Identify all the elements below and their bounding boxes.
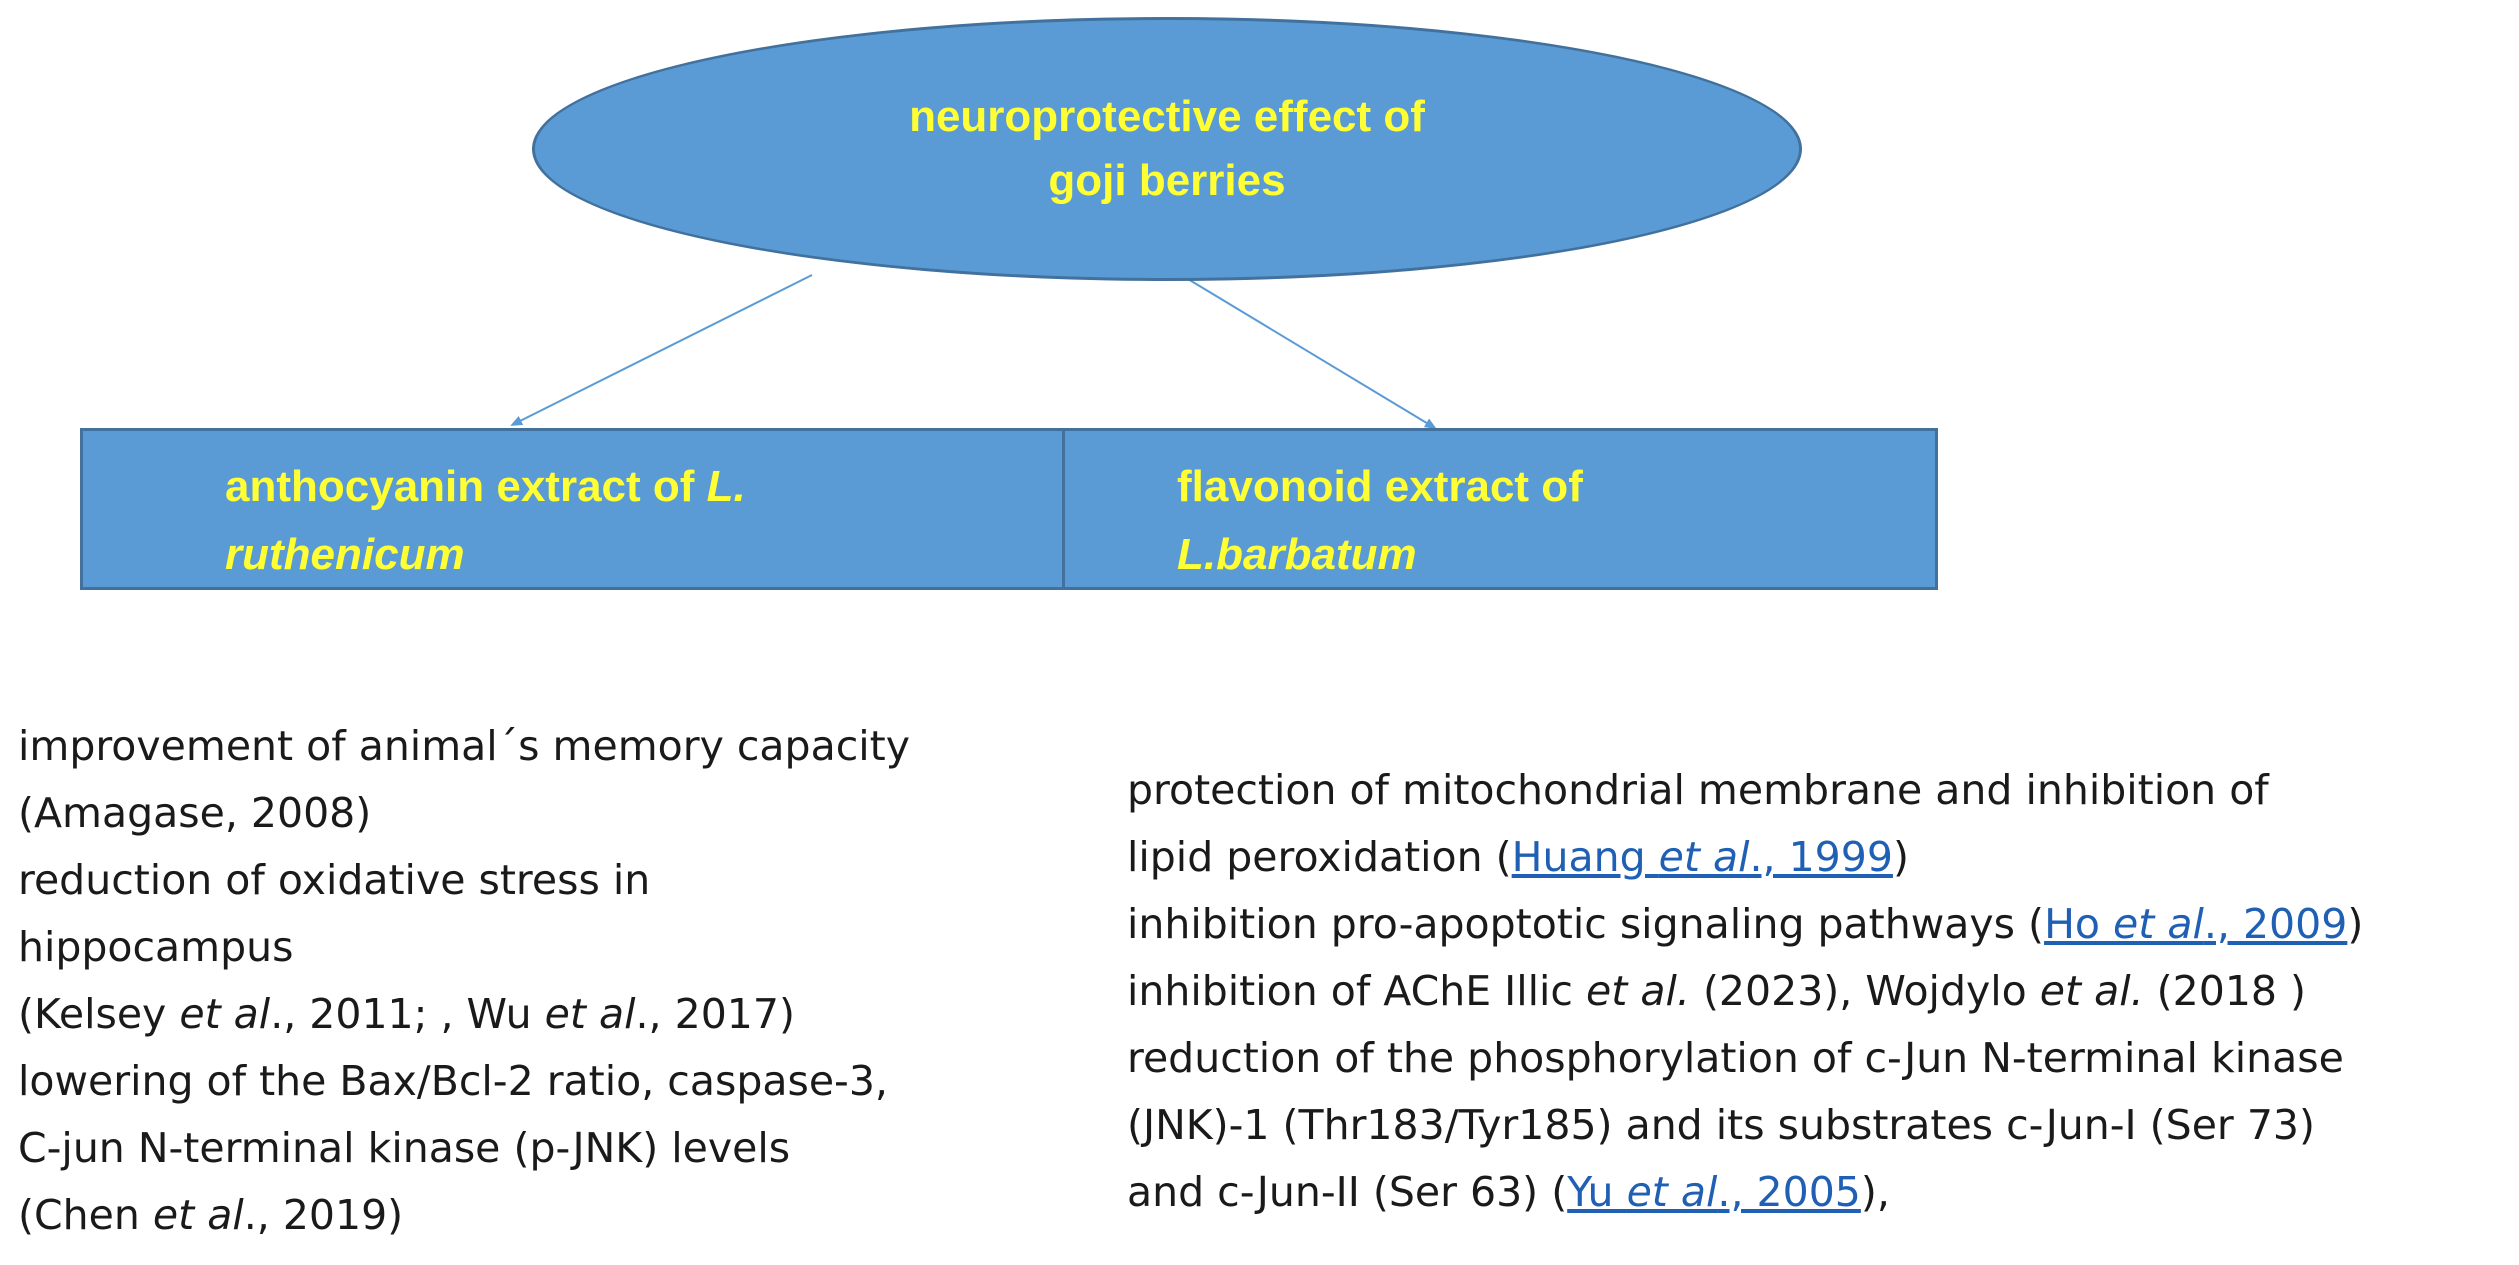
arrow-to-right-box [1177, 272, 1437, 430]
left-effects-list: improvement of animal´s memory capacity … [18, 713, 1118, 1249]
root-node-ellipse: neuroprotective effect of goji berries [532, 17, 1802, 281]
left-extract-box: anthocyanin extract of L. ruthenicum [80, 428, 1092, 590]
right-effect-line: and c-Jun-II (Ser 63) (Yu et al., 2005), [1127, 1168, 1890, 1216]
left-effect-line: reduction of oxidative stress in [18, 856, 651, 904]
left-extract-label: anthocyanin extract of L. ruthenicum [225, 462, 746, 579]
right-effect-line: reduction of the phosphorylation of c-Ju… [1127, 1034, 2344, 1082]
root-node-label: neuroprotective effect of goji berries [909, 92, 1425, 205]
left-effect-line: improvement of animal´s memory capacity [18, 722, 910, 770]
citation-link-yu-2005[interactable]: Yu et al., 2005 [1567, 1168, 1861, 1216]
right-effect-line: protection of mitochondrial membrane and… [1127, 766, 2269, 814]
right-effect-line: (JNK)-1 (Thr183/Tyr185) and its substrat… [1127, 1101, 2315, 1149]
citation-link-ho-2009[interactable]: Ho et al., 2009 [2044, 900, 2348, 948]
left-effect-line: C-jun N-terminal kinase (p-JNK) levels [18, 1124, 791, 1172]
citation-link-huang-1999[interactable]: Huang et al., 1999 [1511, 833, 1893, 881]
right-effect-line: inhibition of AChE Illic et al. (2023), … [1127, 967, 2307, 1015]
right-effect-line: lipid peroxidation (Huang et al., 1999) [1127, 833, 1909, 881]
left-effect-line: (Amagase, 2008) [18, 789, 372, 837]
left-effect-line: (Chen et al., 2019) [18, 1191, 404, 1239]
right-extract-label: flavonoid extract of L.barbatum [1177, 462, 1583, 579]
arrow-to-left-box [510, 274, 813, 426]
right-effect-line: inhibition pro-apoptotic signaling pathw… [1127, 900, 2364, 948]
left-effect-line: lowering of the Bax/Bcl-2 ratio, caspase… [18, 1057, 888, 1105]
left-effect-line: (Kelsey et al., 2011; , Wu et al., 2017) [18, 990, 795, 1038]
right-effects-list: protection of mitochondrial membrane and… [1127, 757, 2517, 1226]
left-effect-line: hippocampus [18, 923, 294, 971]
right-extract-box: flavonoid extract of L.barbatum [1062, 428, 1938, 590]
